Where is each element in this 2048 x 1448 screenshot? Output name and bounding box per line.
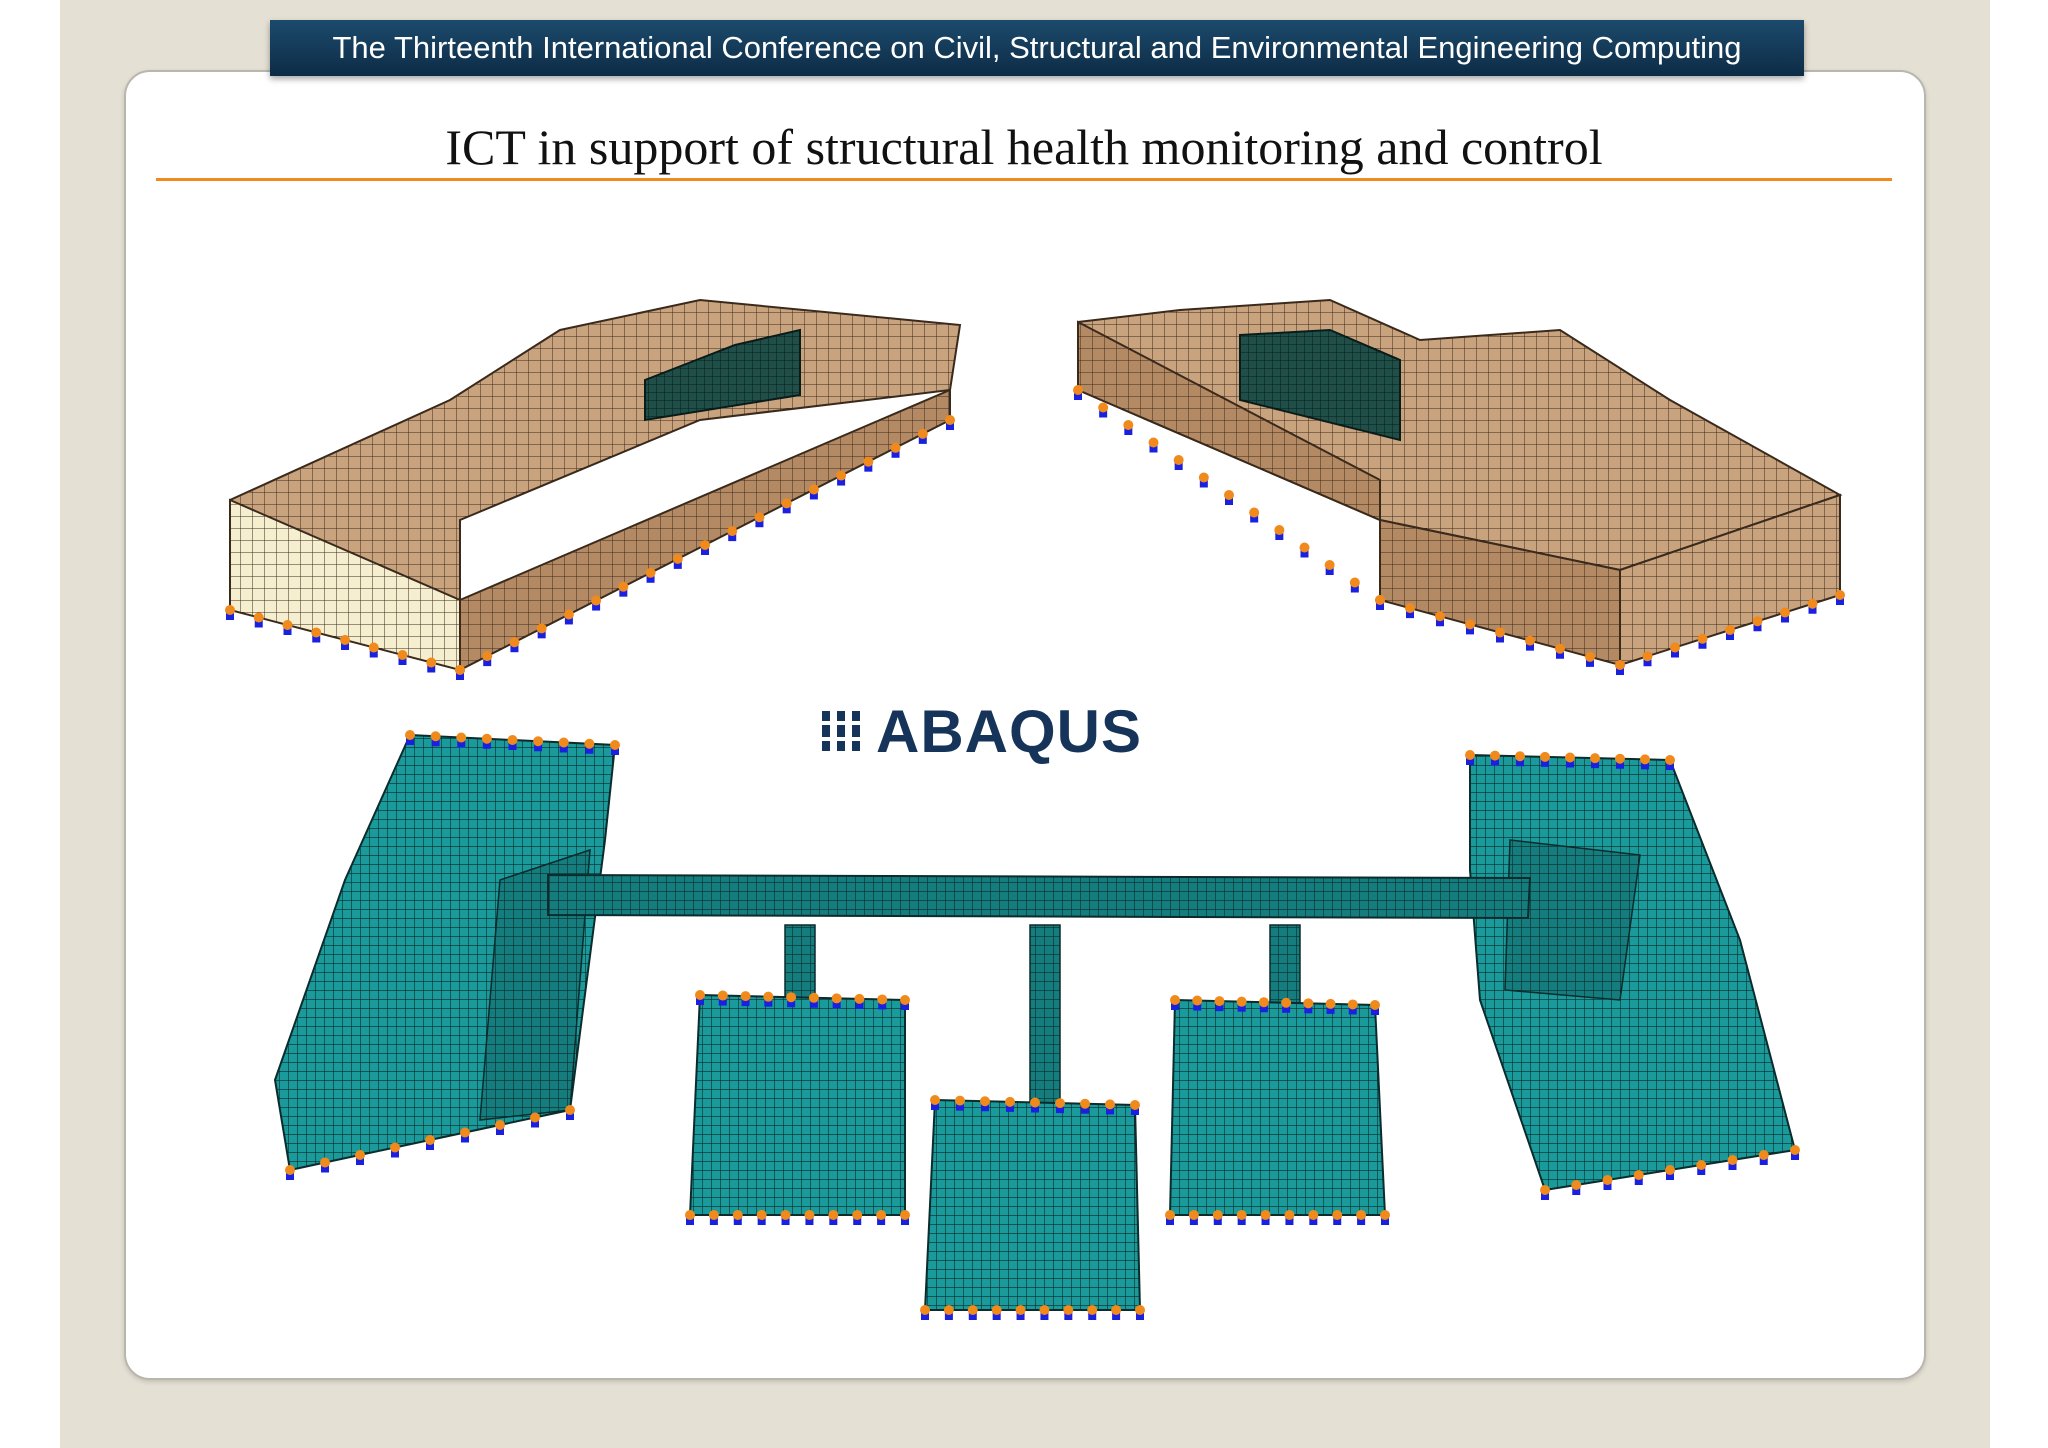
slide-title: ICT in support of structural health moni… [445,119,1603,175]
abaqus-wordmark: ABAQUS [876,697,1143,765]
conference-banner: The Thirteenth International Conference … [270,20,1804,76]
fem-model-figure [225,298,1845,1320]
complex-model-bottom [273,733,1797,1311]
abaqus-logo-icon [819,711,863,751]
abaqus-logo: ABAQUS [818,698,1142,765]
title-underline [156,178,1892,181]
building-model-left [229,298,962,672]
boundary-markers [225,385,1845,1320]
building-model-right [1077,298,1843,667]
